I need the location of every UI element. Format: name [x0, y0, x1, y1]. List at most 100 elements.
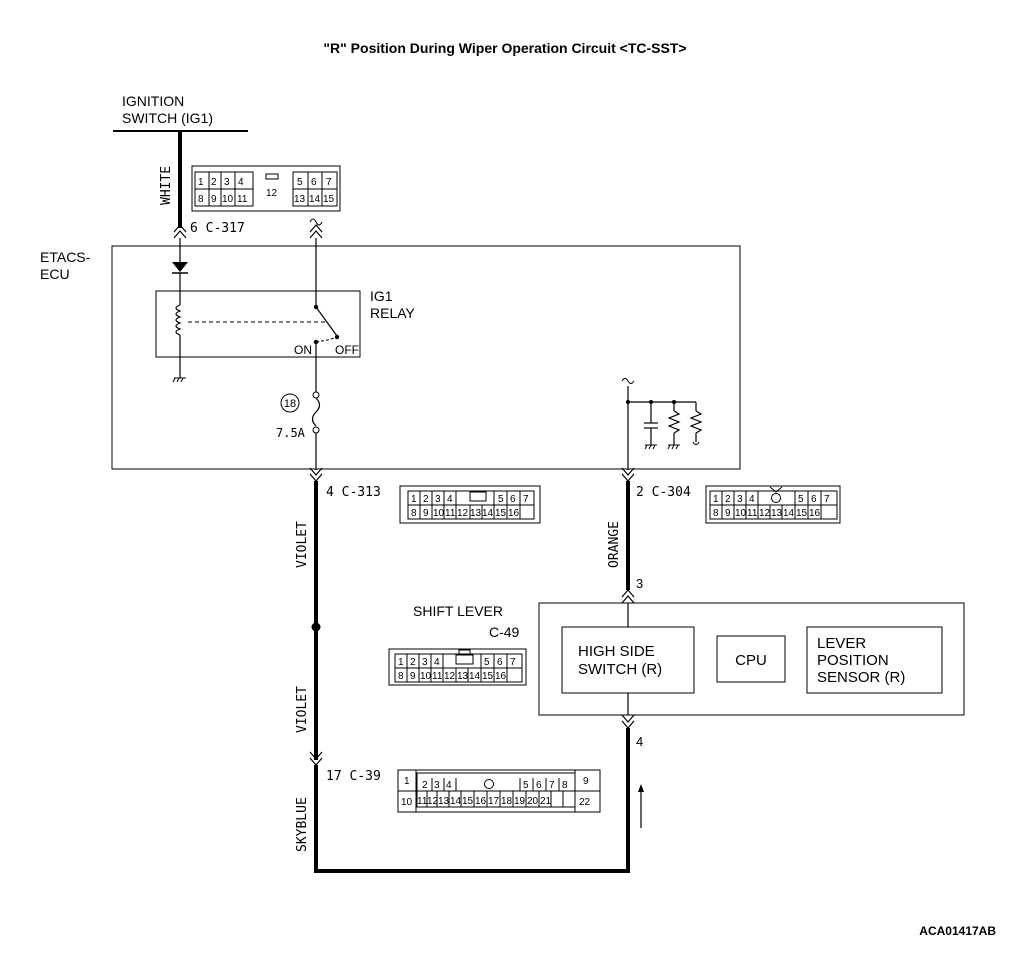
svg-text:HIGH SIDE: HIGH SIDE — [578, 643, 655, 660]
svg-text:5: 5 — [484, 657, 490, 668]
svg-text:3: 3 — [224, 177, 230, 188]
svg-text:8: 8 — [713, 508, 719, 519]
svg-text:7: 7 — [326, 177, 332, 188]
svg-text:1: 1 — [713, 494, 719, 505]
svg-text:5: 5 — [798, 494, 804, 505]
shift-lever-label: SHIFT LEVER — [413, 603, 503, 619]
svg-text:16: 16 — [475, 796, 487, 807]
svg-text:11: 11 — [445, 508, 456, 519]
svg-text:18: 18 — [501, 796, 513, 807]
etacs-ecu-label-1: ETACS- — [40, 249, 91, 265]
lever-position-sensor: LEVER POSITION SENSOR (R) — [806, 626, 943, 694]
ignition-switch-label-1: IGNITION — [122, 93, 184, 109]
ig1-relay-label-2: RELAY — [370, 305, 416, 321]
svg-text:11: 11 — [417, 796, 428, 807]
svg-text:6: 6 — [811, 494, 817, 505]
svg-text:12: 12 — [457, 508, 469, 519]
svg-text:POSITION: POSITION — [817, 652, 889, 669]
wire-color-violet-lower: VIOLET — [295, 686, 310, 733]
svg-text:CPU: CPU — [735, 652, 767, 669]
svg-text:LEVER: LEVER — [817, 635, 866, 652]
svg-text:2: 2 — [211, 177, 217, 188]
svg-text:9: 9 — [583, 776, 589, 787]
svg-text:1: 1 — [398, 657, 404, 668]
connector-c317: 1 2 3 4 8 9 10 11 12 5 6 7 13 14 15 — [191, 165, 341, 212]
wire-color-skyblue: SKYBLUE — [295, 797, 310, 852]
connector-ref-c313: 4 C-313 — [326, 485, 381, 500]
pin-ref-3: 3 — [636, 576, 643, 591]
diode-icon — [172, 262, 188, 272]
current-direction-arrow — [638, 784, 644, 828]
svg-text:6: 6 — [497, 657, 503, 668]
svg-text:11: 11 — [237, 194, 248, 205]
svg-text:10: 10 — [735, 508, 747, 519]
svg-text:12: 12 — [444, 671, 456, 682]
etacs-ecu-label-2: ECU — [40, 266, 70, 282]
svg-text:1: 1 — [411, 494, 417, 505]
svg-text:15: 15 — [482, 671, 494, 682]
relay-on-label: ON — [294, 343, 312, 357]
svg-text:5: 5 — [297, 177, 303, 188]
svg-text:12: 12 — [266, 188, 278, 199]
svg-text:14: 14 — [469, 671, 481, 682]
svg-text:2: 2 — [725, 494, 731, 505]
svg-text:9: 9 — [410, 671, 416, 682]
cpu: CPU — [716, 635, 786, 683]
svg-text:7: 7 — [523, 494, 529, 505]
svg-text:10: 10 — [401, 797, 413, 808]
svg-text:6: 6 — [536, 780, 542, 791]
svg-text:14: 14 — [482, 508, 494, 519]
svg-text:12: 12 — [427, 796, 439, 807]
svg-text:4: 4 — [749, 494, 755, 505]
svg-text:11: 11 — [432, 671, 443, 682]
wire-color-orange: ORANGE — [607, 521, 622, 568]
svg-text:15: 15 — [462, 796, 474, 807]
svg-text:8: 8 — [411, 508, 417, 519]
svg-text:9: 9 — [725, 508, 731, 519]
wire-color-violet-upper: VIOLET — [295, 521, 310, 568]
svg-text:17: 17 — [488, 796, 500, 807]
splice-point — [311, 622, 321, 632]
fuse: 18 7.5A — [276, 391, 321, 440]
relay-off-label: OFF — [335, 343, 359, 357]
svg-text:7: 7 — [510, 657, 516, 668]
pin-ref-4: 4 — [636, 734, 643, 749]
svg-text:1: 1 — [404, 776, 410, 787]
connector-ref-c317: 6 C-317 — [190, 221, 245, 236]
input-circuit — [621, 378, 703, 470]
svg-text:SWITCH (R): SWITCH (R) — [578, 661, 662, 678]
svg-text:15: 15 — [323, 194, 335, 205]
ig1-relay: IG1 RELAY ON OFF — [155, 238, 416, 383]
svg-text:7: 7 — [824, 494, 830, 505]
svg-text:13: 13 — [771, 508, 783, 519]
connector-c49: 1 2 3 4 5 6 7 8 9 10 11 12 13 14 15 16 — [388, 648, 527, 686]
svg-text:16: 16 — [508, 508, 520, 519]
svg-text:12: 12 — [759, 508, 771, 519]
svg-text:6: 6 — [311, 177, 317, 188]
svg-text:10: 10 — [222, 194, 234, 205]
connector-ref-c39: 17 C-39 — [326, 769, 381, 784]
svg-text:4: 4 — [446, 780, 452, 791]
fuse-number: 18 — [284, 398, 296, 410]
svg-text:3: 3 — [435, 494, 441, 505]
svg-text:5: 5 — [523, 780, 529, 791]
svg-text:2: 2 — [410, 657, 416, 668]
svg-text:14: 14 — [783, 508, 795, 519]
svg-text:14: 14 — [309, 194, 321, 205]
fuse-rating: 7.5A — [276, 426, 306, 440]
svg-text:19: 19 — [514, 796, 526, 807]
connector-ref-c304: 2 C-304 — [636, 485, 691, 500]
high-side-switch: HIGH SIDE SWITCH (R) — [561, 626, 695, 694]
svg-text:10: 10 — [433, 508, 445, 519]
svg-text:3: 3 — [422, 657, 428, 668]
shift-lever: SHIFT LEVER C-49 HIGH SIDE SWITCH (R) CP… — [413, 602, 965, 716]
svg-text:13: 13 — [438, 796, 450, 807]
svg-text:4: 4 — [447, 494, 453, 505]
svg-text:8: 8 — [198, 194, 204, 205]
svg-text:15: 15 — [796, 508, 808, 519]
svg-text:13: 13 — [470, 508, 482, 519]
svg-text:20: 20 — [527, 796, 539, 807]
svg-text:10: 10 — [420, 671, 432, 682]
svg-text:16: 16 — [495, 671, 507, 682]
diagram-id: ACA01417AB — [919, 924, 996, 938]
